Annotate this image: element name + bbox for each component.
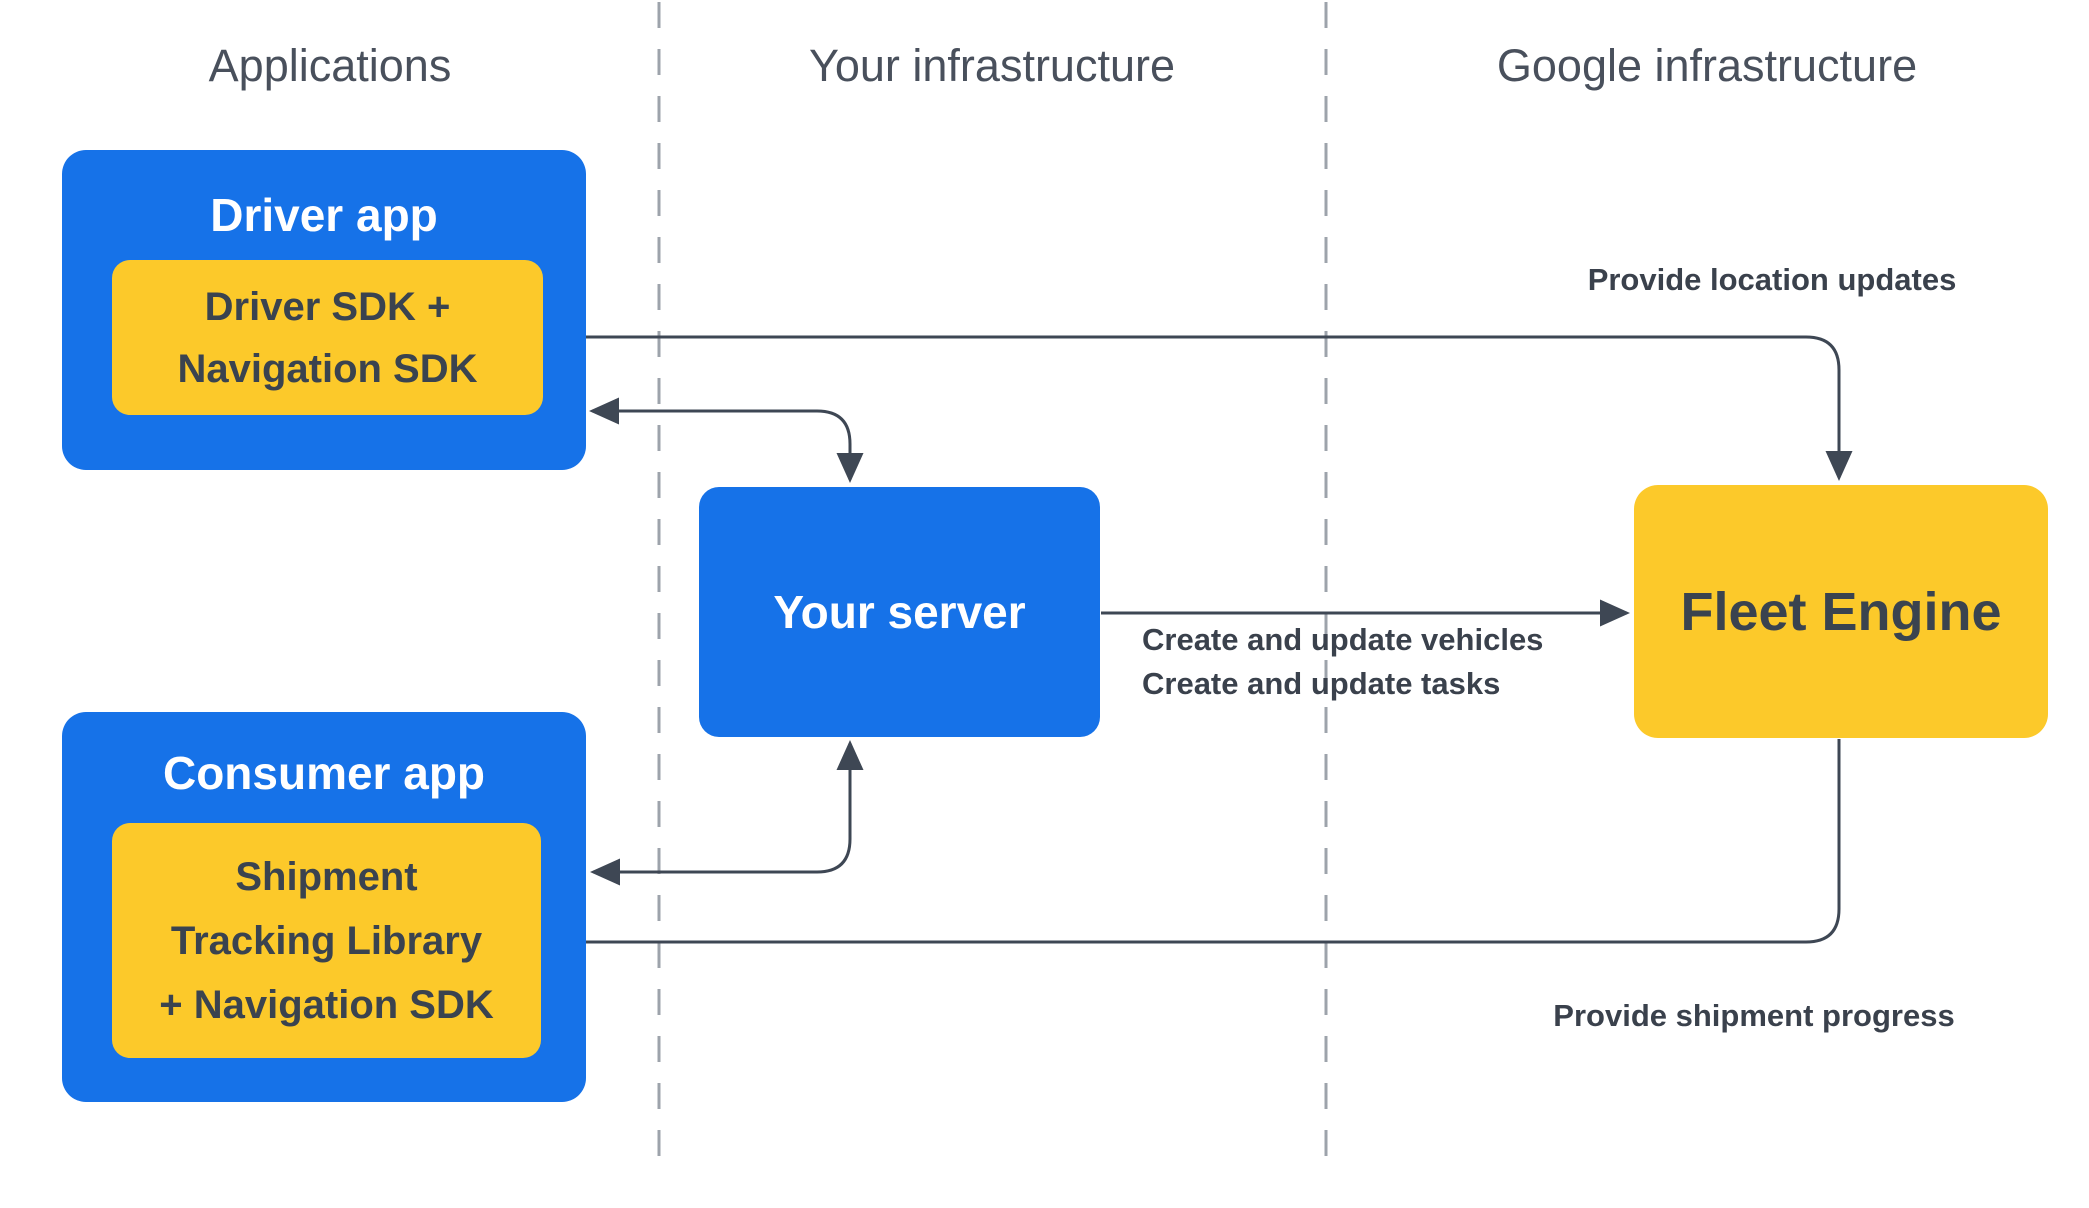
consumer-app-title: Consumer app	[162, 747, 486, 799]
label-create-update-tasks: Create and update tasks	[1142, 666, 1501, 701]
fleet-engine-node: Fleet Engine	[1634, 485, 2048, 738]
label-provide-shipment-progress: Provide shipment progress	[1553, 998, 1955, 1033]
shipment-library-label-line1: Shipment	[235, 854, 418, 899]
driver-sdk-node: Driver SDK + Navigation SDK	[112, 260, 543, 415]
column-header-applications: Applications	[208, 40, 452, 91]
driver-sdk-label-line2: Navigation SDK	[177, 346, 478, 391]
consumer-app-node: Consumer app Shipment Tracking Library +…	[62, 712, 586, 1102]
driver-sdk-label-line1: Driver SDK +	[204, 284, 451, 329]
edge-shipment-progress	[544, 739, 1841, 956]
shipment-library-label-line2: Tracking Library	[170, 918, 483, 963]
your-server-node: Your server	[699, 487, 1100, 737]
column-header-google-infrastructure: Google infrastructure	[1496, 40, 1918, 91]
shipment-tracking-library-node: Shipment Tracking Library + Navigation S…	[112, 823, 541, 1058]
label-create-update-vehicles: Create and update vehicles	[1142, 622, 1544, 657]
edge-location-updates	[546, 323, 1853, 481]
your-server-title: Your server	[773, 586, 1026, 638]
edge-driverapp-server	[589, 397, 864, 483]
column-header-your-infrastructure: Your infrastructure	[808, 40, 1176, 91]
fleet-engine-title: Fleet Engine	[1680, 581, 2002, 642]
label-create-and-update: Create and update vehicles Create and up…	[1142, 618, 1543, 706]
shipment-library-label-line3: + Navigation SDK	[159, 982, 494, 1027]
driver-app-node: Driver app Driver SDK + Navigation SDK	[62, 150, 586, 470]
label-provide-location-updates: Provide location updates	[1587, 262, 1957, 297]
driver-app-title: Driver app	[210, 189, 438, 241]
edge-consumerapp-server	[590, 740, 864, 886]
